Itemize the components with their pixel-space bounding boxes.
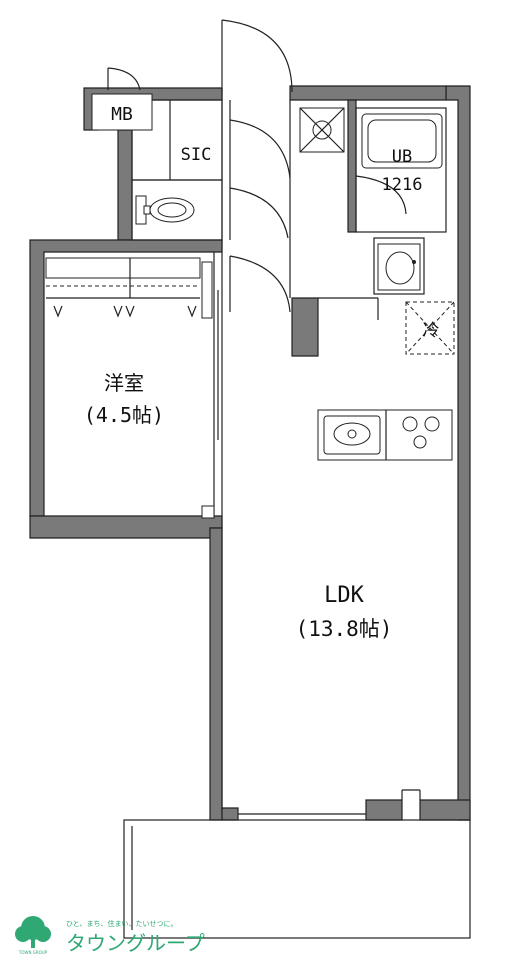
- toilet-icon: [135, 195, 195, 225]
- ub-size-label: 1216: [382, 175, 423, 195]
- interior-walls: [123, 88, 471, 939]
- room-labels: MB SIC UB 1216 冷 洋室 (4.5帖) LDK (13.8帖): [84, 104, 440, 641]
- kitchen-counter-icon: [317, 409, 453, 461]
- ub-label: UB: [392, 147, 412, 167]
- mb-box: [91, 93, 153, 131]
- washbasin-icon: [377, 243, 421, 291]
- western-room-label: 洋室: [104, 371, 144, 395]
- tree-logo-icon: [15, 916, 51, 948]
- company-name: タウングループ: [66, 931, 205, 955]
- doors: [107, 19, 407, 313]
- western-room-size: (4.5帖): [84, 403, 164, 427]
- western-closet: [45, 257, 219, 519]
- fixtures: [91, 93, 453, 461]
- washer-pan-icon: [299, 107, 345, 153]
- mb-label: MB: [111, 104, 133, 125]
- ldk-label: LDK: [324, 583, 364, 608]
- fridge-label: 冷: [423, 321, 440, 341]
- sic-label: SIC: [181, 145, 212, 165]
- bathtub-icon: [361, 113, 443, 169]
- company-logo: TOWN GROUP ひと、まち、住まい、たいせつに。 タウングループ: [15, 916, 205, 955]
- logo-small-caption: TOWN GROUP: [18, 950, 48, 955]
- brand-tagline: ひと、まち、住まい、たいせつに。: [66, 919, 178, 928]
- ldk-size: (13.8帖): [296, 617, 393, 641]
